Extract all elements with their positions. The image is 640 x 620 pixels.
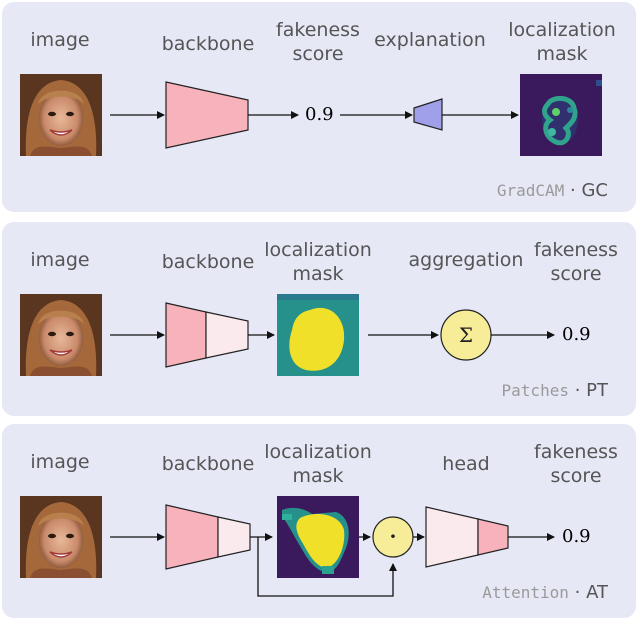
sum-symbol: Σ [459, 323, 473, 347]
backbone-block [165, 504, 219, 570]
label-backbone: backbone [161, 251, 255, 273]
score-value: 0.9 [305, 104, 334, 125]
method-separator: · [568, 380, 587, 401]
backbone-tail-block [205, 311, 249, 359]
score-value: 0.9 [562, 324, 591, 345]
attention-mask [277, 496, 359, 578]
label-image: image [30, 29, 90, 51]
face-image-thumbnail [20, 294, 102, 376]
method-abbr: PT [586, 380, 608, 401]
label-image: image [30, 249, 90, 271]
explanation-block [413, 98, 443, 131]
label-backbone: backbone [161, 453, 255, 475]
label-fakeness-score: fakeness score [534, 239, 618, 285]
dot-symbol: · [390, 524, 397, 548]
backbone-block [165, 81, 249, 149]
label-head: head [442, 453, 490, 475]
method-abbr: AT [586, 582, 608, 603]
score-value: 0.9 [562, 526, 591, 547]
label-image: image [30, 451, 90, 473]
patches-mask [277, 294, 359, 376]
gradcam-pipeline [20, 74, 602, 156]
gradcam-mask [520, 74, 602, 156]
label-backbone: backbone [161, 33, 255, 55]
label-explanation: explanation [374, 29, 486, 51]
method-tag-patches: Patches · PT [502, 380, 608, 401]
backbone-block [165, 302, 207, 368]
head-output-block [477, 518, 509, 556]
method-separator: · [564, 180, 582, 201]
label-localization-mask: localization mask [508, 19, 616, 65]
label-fakeness-score: fakeness score [276, 19, 360, 65]
patches-pipeline: Σ [20, 294, 555, 376]
skip-connection-arrow [257, 537, 397, 597]
label-localization-mask: localization mask [264, 441, 372, 487]
method-tag-gradcam: GradCAM · GC [497, 180, 608, 201]
backbone-tail-block [217, 516, 251, 558]
label-fakeness-score: fakeness score [534, 441, 618, 487]
label-localization-mask: localization mask [264, 239, 372, 285]
method-separator: · [568, 582, 587, 603]
attention-pipeline: · [20, 496, 555, 597]
method-name: Attention [482, 583, 569, 602]
label-aggregation: aggregation [408, 249, 524, 271]
method-abbr: GC [581, 180, 608, 201]
method-name: GradCAM [496, 181, 565, 200]
head-block [425, 506, 479, 568]
face-image-thumbnail [20, 74, 102, 156]
method-name: Patches [501, 381, 569, 400]
face-image-thumbnail [20, 496, 102, 578]
method-tag-attention: Attention · AT [482, 582, 608, 603]
